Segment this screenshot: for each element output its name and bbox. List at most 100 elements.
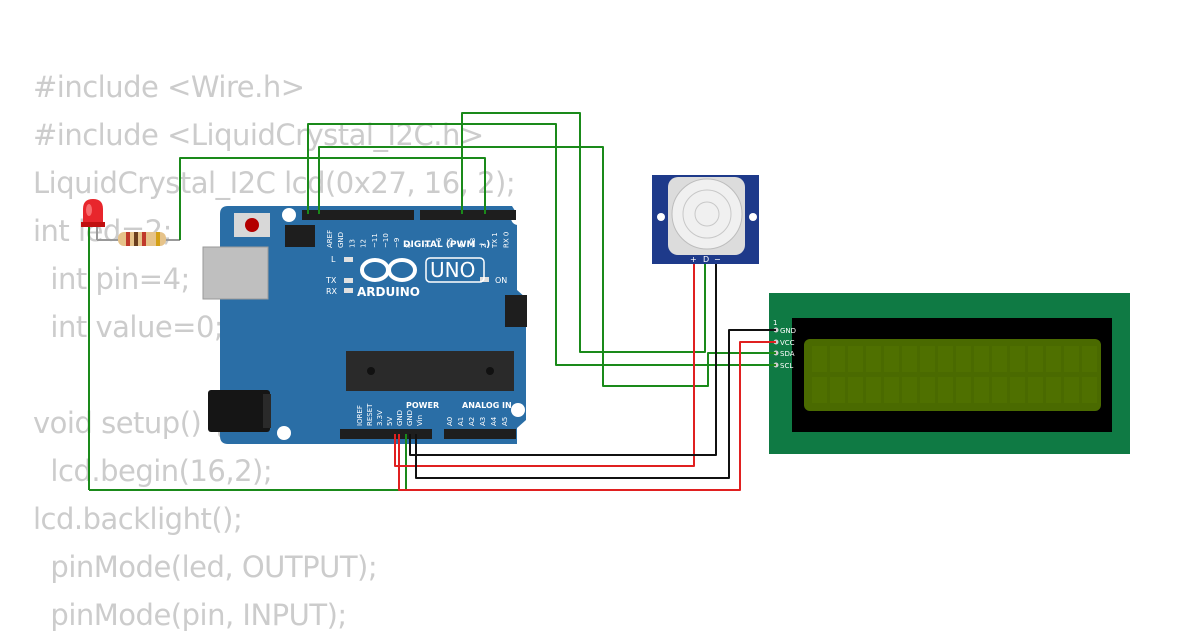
digital-pin-label: 13 bbox=[348, 239, 356, 248]
lcd-character-cell bbox=[992, 377, 1007, 403]
digital-pin-label: RX 0 bbox=[502, 232, 510, 248]
lcd-1602-i2c[interactable]: 1 GND VCC SDA SCL bbox=[769, 293, 1130, 454]
digital-pin-label: 7 bbox=[424, 244, 432, 248]
digital-pin-label: 4 bbox=[458, 243, 466, 248]
wire-pir-data-to-pin4[interactable] bbox=[461, 112, 706, 353]
lcd-character-cell bbox=[956, 346, 971, 372]
wire-led-to-pin2[interactable] bbox=[179, 157, 486, 240]
analog-pin-label: A1 bbox=[457, 417, 465, 426]
lcd-character-cell bbox=[1010, 377, 1025, 403]
arduino-uno-board[interactable]: ARDUINO UNO DIGITAL (PWM ~) POWER ANALOG… bbox=[202, 206, 527, 444]
digital-pin-label: ~9 bbox=[393, 238, 401, 248]
lcd-character-cell bbox=[1082, 346, 1097, 372]
rx-led-label: RX bbox=[326, 287, 338, 296]
wires bbox=[89, 112, 776, 491]
digital-pin-label: 2 bbox=[480, 244, 488, 248]
lcd-character-cell bbox=[830, 377, 845, 403]
digital-pin-label: GND bbox=[337, 232, 345, 248]
wire-lcd-sda[interactable] bbox=[307, 123, 776, 366]
arduino-logo-text: ARDUINO bbox=[357, 285, 420, 299]
digital-pin-label: 12 bbox=[360, 239, 368, 248]
power-pin-label: IOREF bbox=[356, 405, 364, 426]
lcd-character-cell bbox=[938, 377, 953, 403]
arduino-infinity-logo bbox=[360, 258, 417, 282]
lcd-character-cell bbox=[902, 377, 917, 403]
arduino-model-label: UNO bbox=[430, 258, 475, 282]
resistor[interactable] bbox=[97, 232, 180, 246]
code-line: #include <Wire.h> bbox=[33, 70, 305, 104]
digital-pin-label: ~10 bbox=[382, 233, 390, 248]
lcd-character-cell bbox=[956, 377, 971, 403]
lcd-character-cell bbox=[920, 377, 935, 403]
lcd-character-cell bbox=[884, 377, 899, 403]
analog-pin-label: A0 bbox=[446, 417, 454, 426]
pir-pin-gnd-label: − bbox=[714, 255, 721, 264]
lcd-character-cell bbox=[848, 346, 863, 372]
lcd-character-cell bbox=[902, 346, 917, 372]
analog-pin-label: A4 bbox=[490, 416, 498, 426]
power-pin-label: GND bbox=[396, 410, 404, 426]
code-line: pinMode(led, OUTPUT); bbox=[33, 550, 378, 584]
pir-motion-sensor[interactable]: + D − bbox=[652, 175, 759, 264]
digital-pin-label: ~3 bbox=[469, 238, 477, 248]
analog-pin-label: A2 bbox=[468, 417, 476, 426]
lcd-pin-number: 1 bbox=[773, 319, 777, 327]
lcd-character-cell bbox=[1046, 346, 1061, 372]
lcd-character-cell bbox=[1064, 377, 1079, 403]
led[interactable] bbox=[81, 199, 105, 490]
lcd-character-cell bbox=[1082, 377, 1097, 403]
code-line: pinMode(pin, INPUT); bbox=[33, 598, 347, 632]
pir-pin-vcc-label: + bbox=[690, 255, 697, 264]
lcd-character-cell bbox=[866, 377, 881, 403]
power-pin-label: GND bbox=[406, 410, 414, 426]
lcd-character-cell bbox=[920, 346, 935, 372]
digital-pin-label: ~6 bbox=[435, 237, 443, 248]
digital-pin-label: ~5 bbox=[446, 238, 454, 248]
digital-pin-label: AREF bbox=[326, 230, 334, 248]
lcd-character-cell bbox=[974, 377, 989, 403]
lcd-character-cell bbox=[830, 346, 845, 372]
lcd-character-cell bbox=[992, 346, 1007, 372]
digital-pin-label: 8 bbox=[404, 244, 412, 248]
tx-led-label: TX bbox=[325, 276, 337, 285]
digital-pin-label: ~11 bbox=[371, 233, 379, 248]
power-pin-label: RESET bbox=[366, 403, 374, 426]
wire-lcd-vcc[interactable] bbox=[398, 341, 776, 491]
power-pin-label: 5V bbox=[386, 417, 394, 426]
lcd-character-cell bbox=[974, 346, 989, 372]
wire-pir-vcc[interactable] bbox=[394, 264, 695, 467]
analog-pin-label: A3 bbox=[479, 417, 487, 426]
lcd-pin-scl-label: SCL bbox=[780, 362, 793, 370]
code-line: int value=0; bbox=[33, 310, 224, 344]
lcd-character-cell bbox=[812, 377, 827, 403]
lcd-character-cell bbox=[866, 346, 881, 372]
lcd-character-cell bbox=[1064, 346, 1079, 372]
lcd-character-cell bbox=[1028, 377, 1043, 403]
wire-lcd-scl[interactable] bbox=[318, 146, 776, 387]
analog-pins-label: ANALOG IN bbox=[462, 401, 512, 410]
code-line: lcd.backlight(); bbox=[33, 502, 243, 536]
digital-pins-label: DIGITAL (PWM ~) bbox=[403, 240, 490, 250]
code-line: lcd.begin(16,2); bbox=[33, 454, 273, 488]
wire-pir-gnd[interactable] bbox=[409, 264, 717, 456]
digital-pin-label: TX 1 bbox=[491, 232, 499, 249]
on-led-label: ON bbox=[495, 276, 507, 285]
lcd-pin-vcc-label: VCC bbox=[780, 339, 795, 347]
lcd-pin-sda-label: SDA bbox=[780, 350, 795, 358]
pir-pin-data-label: D bbox=[703, 255, 709, 264]
wire-lcd-gnd[interactable] bbox=[415, 329, 776, 479]
lcd-character-cell bbox=[848, 377, 863, 403]
power-pins-label: POWER bbox=[406, 401, 439, 410]
lcd-character-cell bbox=[884, 346, 899, 372]
code-line: LiquidCrystal_I2C lcd(0x27, 16, 2); bbox=[33, 166, 516, 200]
l-led-label: L bbox=[331, 255, 336, 264]
analog-pin-label: A5 bbox=[501, 417, 509, 426]
code-line: int pin=4; bbox=[33, 262, 190, 296]
power-pin-label: Vin bbox=[416, 415, 424, 426]
lcd-character-cells bbox=[812, 346, 1097, 403]
lcd-pin-gnd-label: GND bbox=[780, 327, 796, 335]
